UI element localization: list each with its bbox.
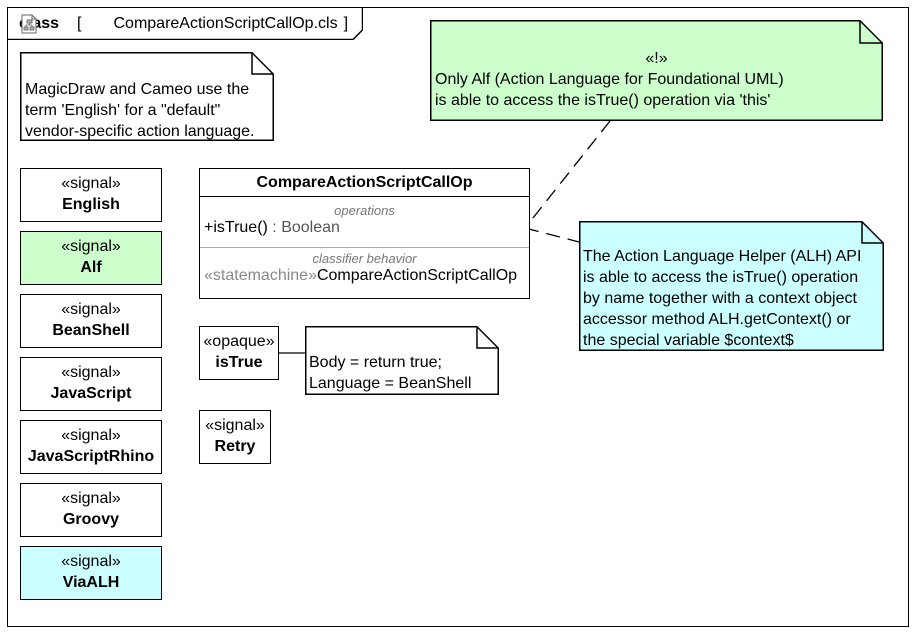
signal-alf[interactable]: «signal» Alf <box>20 231 162 285</box>
classifier-behavior[interactable]: «statemachine»CompareActionScriptCallOp <box>200 266 529 286</box>
signal-beanshell[interactable]: «signal» BeanShell <box>20 294 162 348</box>
opaque-stereotype: «opaque» <box>203 333 275 350</box>
vendor-note-line: MagicDraw and Cameo use the <box>25 81 250 98</box>
behavior-stereotype: «statemachine» <box>204 267 317 284</box>
operation-istrue[interactable]: +isTrue() : Boolean <box>200 218 529 238</box>
alf-note-line: Only Alf (Action Language for Foundation… <box>435 71 784 88</box>
class-section-divider <box>200 247 529 248</box>
signal-name: JavaScriptRhino <box>27 448 155 465</box>
body-note-line: Body = return true; <box>309 354 442 371</box>
signal-name: Alf <box>80 259 102 276</box>
diagram-frame <box>7 7 909 627</box>
opaque-behavior-istrue[interactable]: «opaque» isTrue <box>199 326 279 380</box>
operation-return-type: : Boolean <box>267 219 340 236</box>
frame-close-bracket: ] <box>343 15 349 32</box>
signal-name: ViaALH <box>62 574 120 591</box>
frame-file-name: CompareActionScriptCallOp.cls <box>113 15 338 32</box>
signal-stereotype: «signal» <box>61 553 121 570</box>
alh-api-note: The Action Language Helper (ALH) API is … <box>579 221 884 351</box>
signal-stereotype: «signal» <box>61 427 121 444</box>
signal-stereotype: «signal» <box>61 175 121 192</box>
class-compareactionscriptcallop[interactable]: CompareActionScriptCallOp operations +is… <box>199 168 530 299</box>
signal-name: JavaScript <box>50 385 132 402</box>
signal-stereotype: «signal» <box>61 364 121 381</box>
body-note-line: Language = BeanShell <box>309 375 472 392</box>
alf-constraint-note: «!» Only Alf (Action Language for Founda… <box>430 20 883 121</box>
alh-note-line: The Action Language Helper (ALH) API <box>583 248 862 265</box>
operation-name: +isTrue() <box>204 219 268 236</box>
alh-note-line: is able to access the isTrue() operation <box>583 269 859 286</box>
signal-stereotype: «signal» <box>61 490 121 507</box>
signal-name: English <box>62 196 120 213</box>
signal-stereotype: «signal» <box>61 238 121 255</box>
signal-javascript[interactable]: «signal» JavaScript <box>20 357 162 411</box>
alf-note-line: is able to access the isTrue() operation… <box>435 92 771 109</box>
frame-tab-outline <box>7 7 363 40</box>
class-title: CompareActionScriptCallOp <box>200 169 529 197</box>
vendor-language-note: MagicDraw and Cameo use the term 'Englis… <box>20 52 274 141</box>
diagram-file-icon <box>21 14 108 34</box>
alh-note-anchor-line <box>524 227 580 243</box>
alf-note-marker: «!» <box>645 50 668 67</box>
signal-name: Retry <box>214 438 256 455</box>
alh-note-line: accessor method ALH.getContext() or <box>583 311 851 328</box>
signal-viaalh[interactable]: «signal» ViaALH <box>20 546 162 600</box>
signal-name: BeanShell <box>52 322 130 339</box>
signal-english[interactable]: «signal» English <box>20 168 162 222</box>
vendor-note-line: vendor-specific action language. <box>25 123 255 140</box>
signal-retry[interactable]: «signal» Retry <box>199 410 271 464</box>
vendor-note-line: term 'English' for a "default" <box>25 102 221 119</box>
frame-tab: class [ CompareActionScriptCallOp.cls ] <box>7 7 363 40</box>
signal-name: Groovy <box>62 511 119 528</box>
alh-note-line: by name together with a context object <box>583 290 857 307</box>
behavior-section-label: classifier behavior <box>312 251 417 266</box>
signal-groovy[interactable]: «signal» Groovy <box>20 483 162 537</box>
operations-section-label: operations <box>334 203 395 218</box>
signal-stereotype: «signal» <box>61 301 121 318</box>
signal-stereotype: «signal» <box>205 417 265 434</box>
opaque-name: isTrue <box>215 354 263 371</box>
behavior-name: CompareActionScriptCallOp <box>316 267 518 284</box>
opaque-body-note: Body = return true; Language = BeanShell <box>305 326 499 395</box>
frame-open-bracket: [ <box>77 15 82 32</box>
signal-javascriptrhino[interactable]: «signal» JavaScriptRhino <box>20 420 162 474</box>
alh-note-line: the special variable $context$ <box>583 332 794 349</box>
alf-note-anchor-line <box>524 120 611 229</box>
